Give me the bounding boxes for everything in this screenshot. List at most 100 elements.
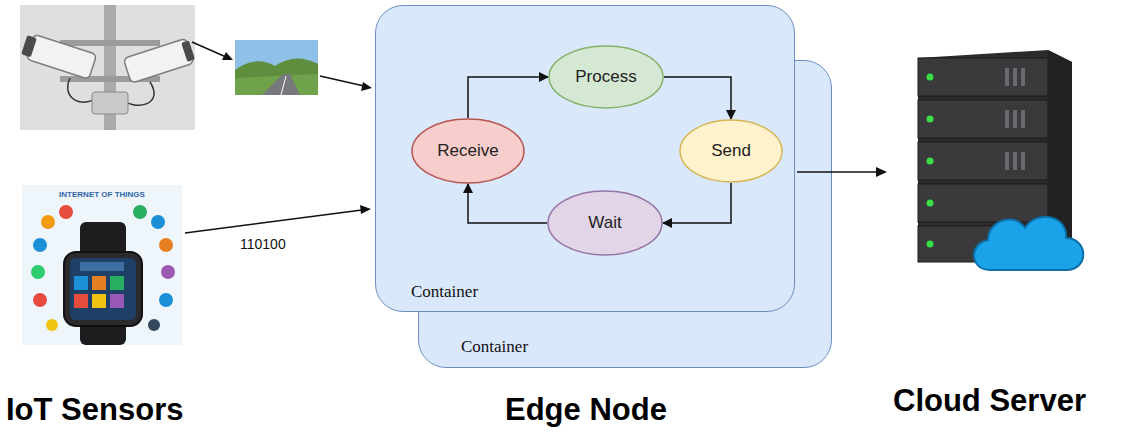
cloud-server-icon <box>1013 110 1017 128</box>
process-ellipse: Wait <box>547 190 663 256</box>
iot-watch-image <box>161 265 175 279</box>
iot-watch-image <box>22 185 182 345</box>
cctv-camera <box>20 5 196 130</box>
cctv-camera <box>26 34 97 79</box>
highway-image <box>262 74 300 95</box>
cloud-server-icon <box>927 74 934 81</box>
iot-watch-image <box>31 265 45 279</box>
container-label-text: Container <box>461 337 528 356</box>
container-box: Container ProcessReceive SendWait <box>375 5 795 312</box>
process-label: Wait <box>588 213 621 233</box>
cloud-server-icon <box>918 58 1048 96</box>
cloud-server-icon <box>927 158 934 165</box>
cloud-server-icon <box>918 184 1048 222</box>
section-heading-text: Edge Node <box>505 392 667 427</box>
annotation-text: INTERNET OF THINGS <box>59 190 145 199</box>
highway-image <box>235 40 318 95</box>
cloud-server-icon <box>1013 68 1017 86</box>
container-label: Container <box>411 282 478 302</box>
iot-watch-image <box>41 215 55 229</box>
iot-watch-image <box>110 294 124 308</box>
iot-watch-image <box>80 262 124 271</box>
cloud-server-icon <box>1005 110 1009 128</box>
section-heading-text: Cloud Server <box>893 383 1086 418</box>
process-ellipse: Process <box>548 45 664 109</box>
cloud-server-icon <box>918 50 1083 270</box>
cctv-camera <box>60 40 160 46</box>
cloud-server-icon <box>974 217 1083 270</box>
cloud-server-icon <box>927 241 934 248</box>
iot-watch-image <box>46 319 58 331</box>
process-ellipse: Receive <box>411 118 525 184</box>
cctv-camera <box>123 38 194 83</box>
iot-watch-image <box>159 238 173 252</box>
annotation-text: 110100 <box>240 236 286 252</box>
highway-image <box>281 76 286 95</box>
cloud-server-icon <box>927 116 934 123</box>
iot-watch-image <box>33 238 47 252</box>
iot-watch-image <box>22 185 182 345</box>
section-heading-text: IoT Sensors <box>6 392 183 427</box>
annotation-label: INTERNET OF THINGS <box>32 190 172 199</box>
iot-watch-image <box>74 276 88 290</box>
cctv-camera <box>20 32 97 79</box>
sensor-arrow <box>320 76 364 86</box>
flow-connector <box>468 77 548 118</box>
sensor-arrow <box>360 205 371 214</box>
cctv-camera <box>123 38 196 84</box>
section-heading: Edge Node <box>505 392 667 428</box>
sensor-arrow <box>185 42 372 233</box>
cloud-server-icon <box>1005 152 1009 170</box>
sensor-arrow <box>361 82 372 91</box>
annotation-label: 110100 <box>240 236 286 252</box>
iot-watch-image <box>151 215 165 229</box>
iot-watch-image <box>148 319 160 331</box>
ellipse-shape <box>549 46 663 108</box>
section-heading: IoT Sensors <box>6 392 183 428</box>
container-label: Container <box>461 337 528 357</box>
cloud-server-icon <box>1005 68 1009 86</box>
process-label: Receive <box>437 141 498 161</box>
cloud-server-icon <box>1013 152 1017 170</box>
process-ellipse: Send <box>679 119 783 183</box>
iot-watch-image <box>110 276 124 290</box>
cloud-server-icon <box>1021 110 1025 128</box>
cloud-server-icon <box>927 200 934 207</box>
cctv-camera <box>181 40 195 61</box>
iot-watch-image <box>64 252 142 326</box>
highway-image <box>235 58 318 95</box>
ellipse-shape <box>680 120 782 182</box>
highway-image <box>235 74 318 95</box>
flow-connector <box>664 77 731 119</box>
iot-watch-image <box>74 294 88 308</box>
iot-watch-image <box>92 294 106 308</box>
cloud-server-icon <box>918 142 1048 180</box>
cloud-server-icon <box>1021 68 1025 86</box>
iot-watch-image <box>133 205 147 219</box>
process-label: Send <box>711 141 751 161</box>
cctv-camera <box>92 92 128 114</box>
flow-connector <box>663 183 731 223</box>
sensor-arrow <box>222 52 233 60</box>
ellipse-shape <box>412 119 524 183</box>
cctv-camera <box>21 35 37 57</box>
highway-image <box>235 40 318 95</box>
ellipse-shape <box>548 191 662 255</box>
process-label: Process <box>575 67 636 87</box>
container-label-text: Container <box>411 282 478 301</box>
sensor-arrow <box>192 42 226 57</box>
sensor-arrow <box>185 210 362 233</box>
iot-watch-image <box>92 276 106 290</box>
iot-watch-image <box>33 293 47 307</box>
cloud-server-icon <box>918 100 1048 138</box>
iot-watch-image <box>70 258 136 320</box>
iot-watch-image <box>59 205 73 219</box>
section-heading: Cloud Server <box>893 383 1086 419</box>
cloud-server-icon <box>1021 152 1025 170</box>
cloud-arrow <box>876 167 887 177</box>
flow-connector <box>468 184 547 223</box>
cctv-camera <box>20 5 195 130</box>
cloud-server-icon <box>1005 68 1025 170</box>
iot-watch-image <box>159 293 173 307</box>
